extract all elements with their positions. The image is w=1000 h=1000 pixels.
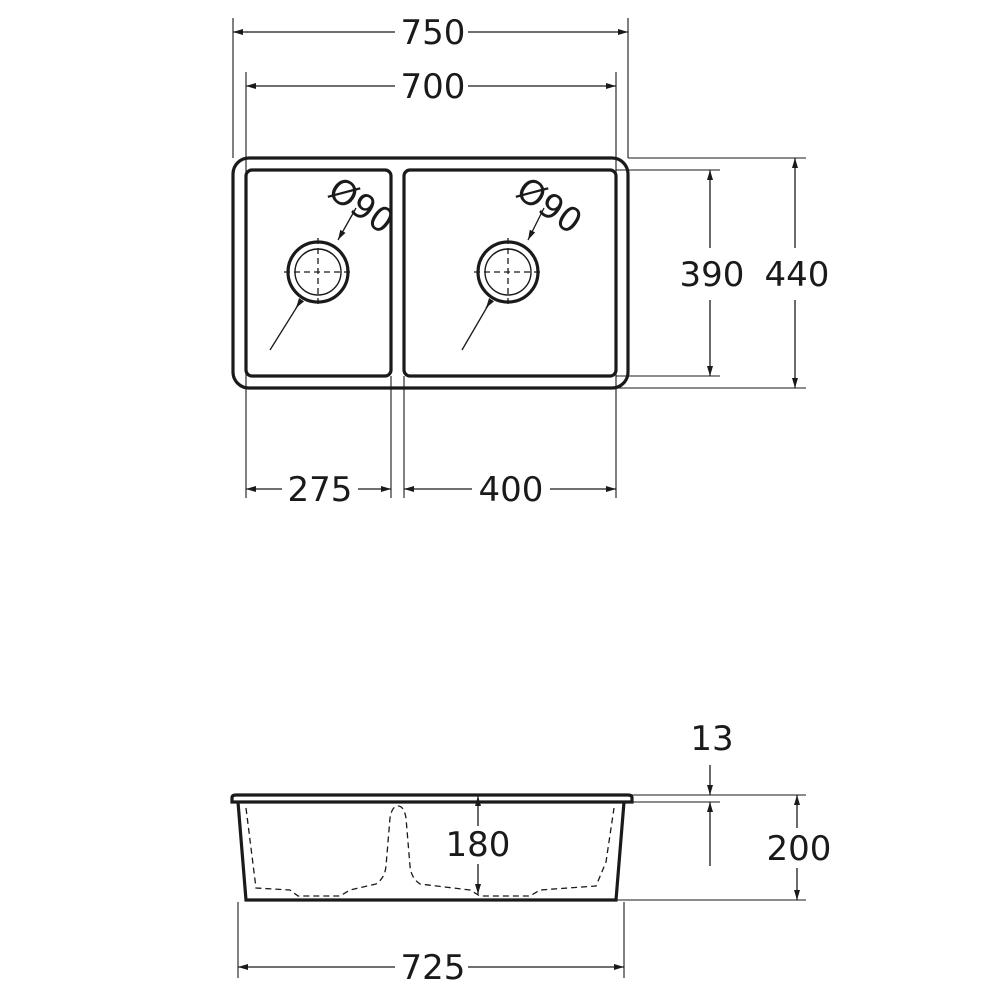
right-drain: Ø90 [461, 170, 589, 351]
dimension-400: 400 [404, 470, 616, 510]
rim-thickness-label: 13 [690, 719, 733, 759]
dimension-390: 390 [680, 170, 745, 376]
dimension-725: 725 [238, 948, 624, 988]
right-drain-diameter-label: Ø90 [509, 170, 589, 243]
dimension-750: 750 [233, 13, 628, 53]
dimension-275: 275 [246, 470, 391, 510]
overall-width-label: 750 [401, 13, 466, 53]
sink-body-outline [236, 801, 626, 902]
dimension-440: 440 [765, 158, 830, 388]
left-drain-diameter-label: Ø90 [321, 170, 401, 243]
left-drain: Ø90 [269, 170, 401, 351]
side-view: 13 180 200 725 [230, 719, 832, 988]
inner-width-label: 700 [401, 67, 466, 107]
rim-outline [230, 793, 634, 804]
overall-depth-label: 440 [765, 255, 830, 295]
top-view: Ø90 Ø90 750 [231, 13, 830, 510]
left-bowl-hidden-profile [245, 805, 615, 897]
dimension-13: 13 [690, 719, 734, 866]
left-bowl-width-label: 275 [288, 470, 353, 510]
dimension-200: 200 [767, 795, 832, 900]
bowl-inner-depth-label: 390 [680, 255, 745, 295]
overall-height-label: 200 [767, 829, 832, 869]
dimension-180: 180 [446, 796, 511, 894]
bowl-depth-label: 180 [446, 825, 511, 865]
bottom-width-label: 725 [401, 948, 466, 988]
right-bowl-width-label: 400 [479, 470, 544, 510]
dimension-700: 700 [246, 67, 616, 107]
sink-outer-outline [231, 156, 630, 390]
